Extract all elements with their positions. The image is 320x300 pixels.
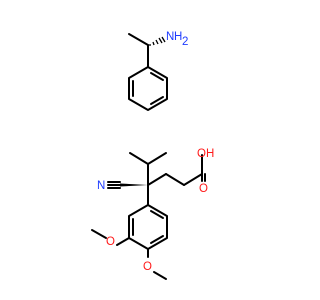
- bold-wedge-bond: [120, 183, 148, 187]
- isopropyl-group: [129, 152, 167, 186]
- amine-n-label: N: [166, 31, 174, 43]
- methoxy-o-lower-label: O: [143, 261, 152, 273]
- nitrile-n-label: N: [97, 180, 105, 192]
- acid-oh-label: OH: [197, 148, 214, 160]
- aromatic-bond: [150, 235, 164, 244]
- methoxy-group-lower: O: [143, 248, 167, 280]
- methoxy-methyl-bond: [91, 229, 107, 239]
- phenylethylamine-molecule: N H 2: [128, 31, 188, 111]
- methoxy-o-upper-label: O: [106, 236, 115, 248]
- chain-bond: [165, 173, 185, 186]
- chemical-structure-diagram: N H 2 N OH O: [91, 31, 214, 280]
- nitrile-acid-molecule: N OH O O O: [91, 148, 214, 280]
- isopropyl-methyl-bond: [147, 152, 167, 165]
- acid-chain: [147, 154, 206, 186]
- amine-h-label: H: [174, 31, 182, 43]
- carbonyl-o-label: O: [199, 183, 208, 195]
- methyl-bond: [128, 33, 149, 46]
- chain-bond: [183, 173, 203, 186]
- dimethoxyphenyl-ring-outline: [128, 204, 168, 250]
- chain-bond: [147, 173, 167, 186]
- isopropyl-methyl-bond: [129, 152, 149, 165]
- methoxy-methyl-bond: [153, 271, 167, 280]
- hashed-wedge-bond: [149, 36, 166, 46]
- dimethoxyphenyl-ring: [128, 184, 168, 250]
- phenyl-ring: [128, 66, 168, 111]
- phenyl-aromatic-bond: [150, 96, 164, 105]
- nitrile-group: N: [97, 180, 148, 192]
- methoxy-bond: [116, 237, 130, 246]
- methoxy-group-upper: O: [91, 229, 130, 248]
- phenyl-aromatic-bond: [150, 72, 164, 81]
- amine-h-subscript: 2: [182, 36, 188, 48]
- aromatic-bond: [150, 210, 164, 219]
- amine-group-label: N H 2: [166, 31, 188, 48]
- phenyl-ring-outline: [128, 66, 168, 111]
